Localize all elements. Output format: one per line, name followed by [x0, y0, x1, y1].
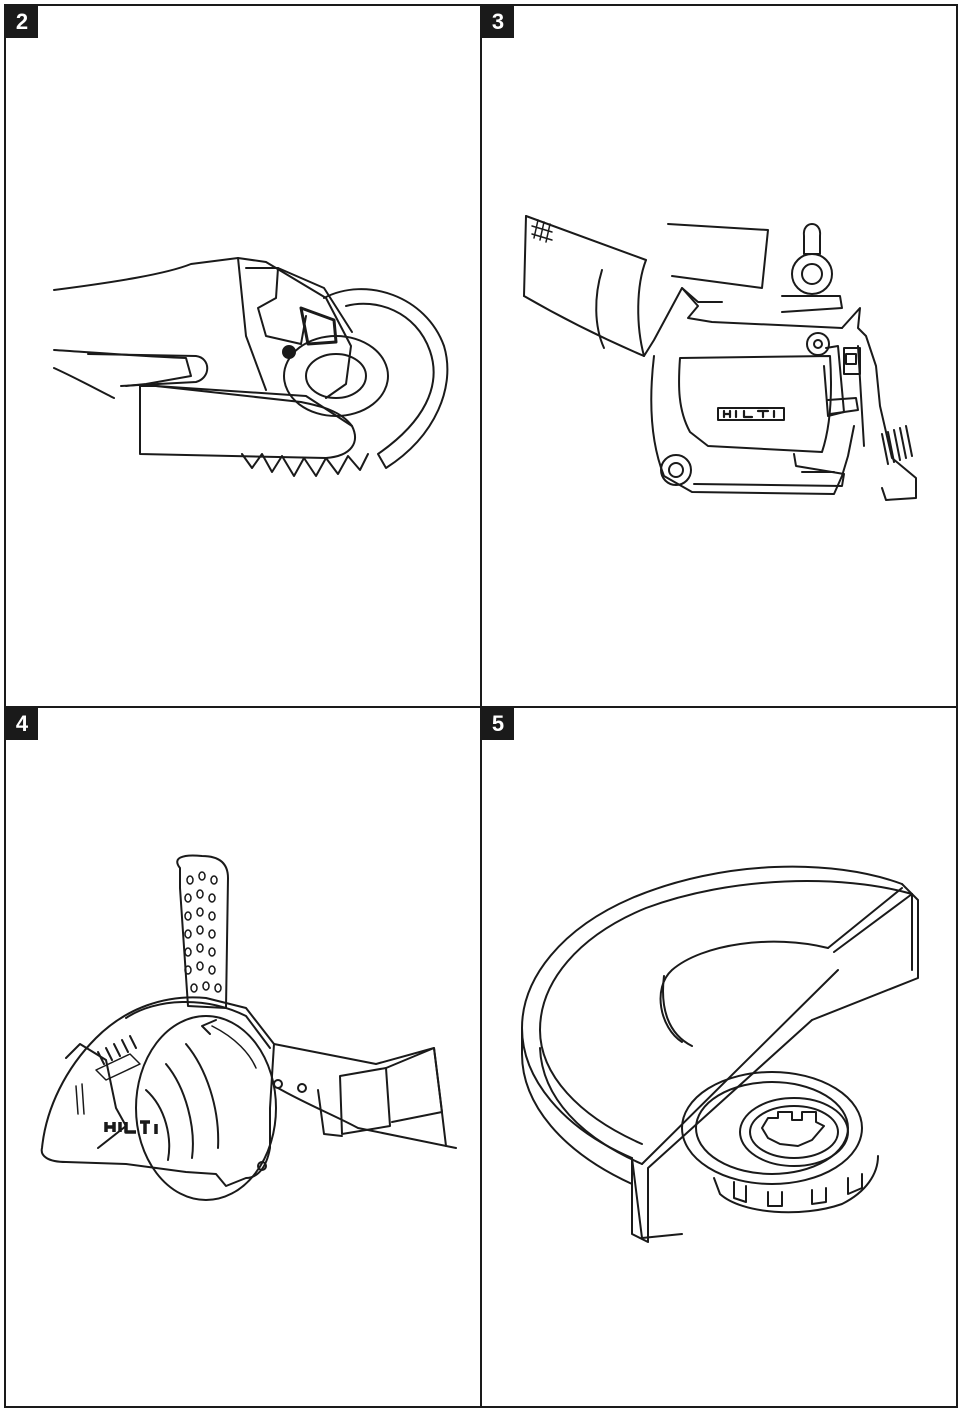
figure-number-badge: 2 [6, 6, 38, 38]
grinder-dust-hood-illustration [482, 6, 956, 706]
hood-depth-scale-illustration [6, 708, 480, 1408]
figure-panel-3: 3 [480, 4, 958, 708]
figure-number-badge: 5 [482, 708, 514, 740]
figure-panel-2: 2 [4, 4, 482, 708]
figure-number-badge: 3 [482, 6, 514, 38]
figure-panel-4: 4 [4, 706, 482, 1408]
grinder-with-guard-illustration [6, 6, 480, 706]
hilti-logo [106, 1122, 156, 1134]
figure-number-badge: 4 [6, 708, 38, 740]
handle-grip-dots [185, 872, 221, 992]
wheel-guard-illustration [482, 708, 956, 1408]
hilti-logo [718, 408, 784, 420]
figure-panel-5: 5 [480, 706, 958, 1408]
